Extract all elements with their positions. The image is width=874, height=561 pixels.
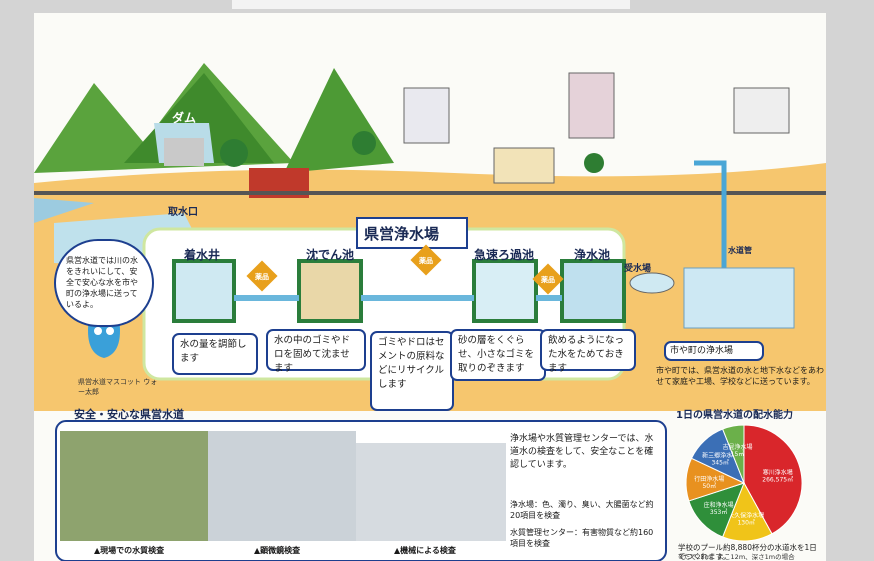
caption-1: ▲現場での水質検査 bbox=[94, 546, 165, 555]
chemical-label-2: 薬品 bbox=[419, 257, 433, 265]
caption-3: ▲機械による検査 bbox=[394, 546, 456, 555]
pipe-label: 水道管 bbox=[728, 246, 752, 255]
stage-3-name: 急速ろ過池 bbox=[474, 248, 535, 262]
pie-slice-0 bbox=[743, 424, 803, 535]
stage-4-desc: 飲めるようになった水をためておきます bbox=[540, 329, 636, 374]
stage-3-desc: 砂の層をくぐらせ、小さなゴミを取りのぞきます bbox=[450, 329, 546, 381]
chemical-label-3: 薬品 bbox=[541, 276, 555, 284]
stage-1-name: 着水井 bbox=[184, 248, 221, 262]
photo-machine bbox=[356, 443, 506, 541]
receiving-label: 受水場 bbox=[624, 264, 652, 274]
capacity-heading: 1日の県営水道の配水能力 bbox=[676, 410, 793, 421]
stage-4-name: 浄水池 bbox=[574, 248, 611, 262]
stage-1-desc: 水の量を調節します bbox=[172, 333, 258, 375]
safety-text-3: 水質管理センター：有害物質など約160項目を検査 bbox=[510, 528, 654, 548]
capacity-note: 学校のプール約8,880杯分の水道水を1日でつくれます。 bbox=[678, 543, 817, 561]
plant-title-box: 県営浄水場 bbox=[356, 217, 468, 249]
city-note: 市や町では、県営水道の水と地下水などをあわせて家庭や工場、学校などに送っています… bbox=[656, 366, 824, 386]
safety-heading: 安全・安心な県営水道 bbox=[74, 408, 184, 421]
photo-microscope bbox=[208, 431, 356, 541]
pie-slice-1 bbox=[721, 481, 773, 542]
safety-text-2: 浄水場：色、濁り、臭い、大腸菌など約20項目を検査 bbox=[510, 500, 654, 520]
dam-label: ダム bbox=[172, 111, 197, 125]
capacity-note-small: ※たて25m、よこ12m、深さ1mの場合 bbox=[678, 553, 795, 561]
stage-2-desc: 水の中のゴミやドロを固めて沈ませます bbox=[266, 329, 366, 374]
top-bar bbox=[232, 0, 630, 9]
mascot-name: 県営水道マスコット ウォー太郎 bbox=[78, 378, 158, 396]
city-plant-label: 市や町の浄水場 bbox=[664, 341, 764, 361]
stage-2-name: 沈でん池 bbox=[306, 248, 355, 262]
mascot-speech: 県営水道では川の水をきれいにして、安全で安心な水を市や町の浄水場に送っているよ。 bbox=[54, 239, 154, 327]
pie-slice-5 bbox=[721, 424, 745, 484]
safety-text-1: 浄水場や水質管理センターでは、水道水の検査をして、安全なことを確認しています。 bbox=[510, 434, 654, 470]
brochure-page: ダム 取水口 県営浄水場 着水井 沈でん池 急速ろ過池 浄水池 薬品 薬品 薬品… bbox=[34, 13, 826, 561]
intake-label: 取水口 bbox=[168, 207, 198, 218]
caption-2: ▲顕微鏡検査 bbox=[254, 546, 301, 555]
plant-title: 県営浄水場 bbox=[364, 225, 440, 243]
sludge-note: ゴミやドロはセメントの原料などにリサイクルします bbox=[370, 331, 454, 411]
chemical-label-1: 薬品 bbox=[255, 273, 269, 281]
photo-field-test bbox=[60, 431, 208, 541]
